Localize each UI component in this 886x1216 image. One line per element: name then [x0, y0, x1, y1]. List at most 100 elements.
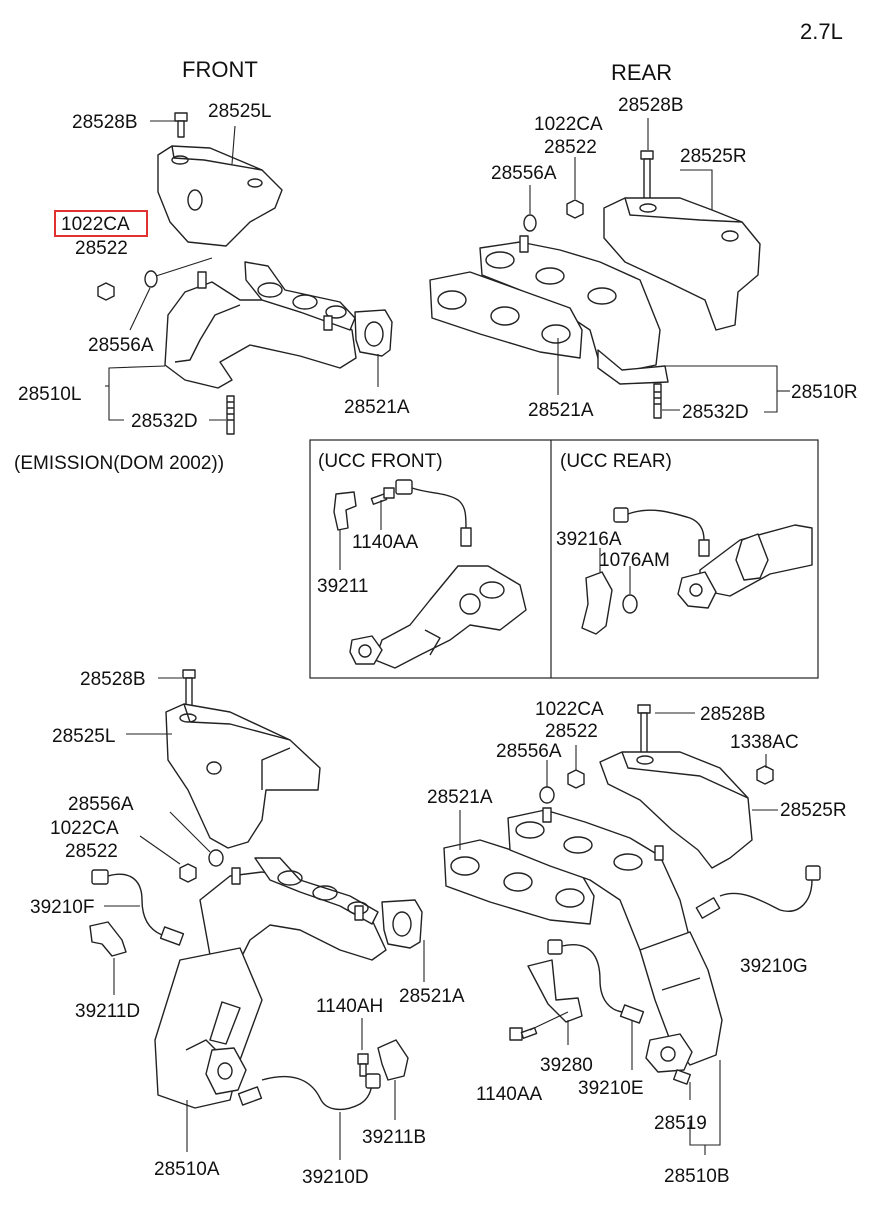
bolt-1140AH-bl[interactable] [357, 1053, 369, 1077]
manifold-28510A-bl[interactable] [154, 857, 387, 1109]
emission-note: (EMISSION(DOM 2002)) [14, 453, 224, 474]
stud-28532D-tl[interactable] [226, 395, 235, 435]
gasket-28521A-tl[interactable] [354, 309, 393, 357]
manifold-28510B-br[interactable] [507, 807, 723, 1085]
bolt-28528B-tl[interactable] [174, 112, 188, 138]
label-28532D-tr[interactable]: 28532D [682, 402, 749, 423]
label-1022CA-bl[interactable]: 1022CA [50, 818, 119, 839]
bracket-39211D-bl[interactable] [89, 921, 127, 957]
bracket-39211B-bl[interactable] [377, 1039, 409, 1081]
label-28525L-bl[interactable]: 28525L [52, 726, 115, 747]
o2-sensor-39210E-br[interactable] [547, 939, 645, 1024]
top-left-assembly: 28528B 28525L 1022CA 28522 28556A 28510L… [18, 101, 410, 435]
label-1076AM-ur[interactable]: 1076AM [599, 550, 670, 571]
label-28528B-tr[interactable]: 28528B [618, 95, 684, 116]
label-28510L-tl[interactable]: 28510L [18, 384, 81, 405]
label-39210F-bl[interactable]: 39210F [30, 897, 94, 918]
nut-1338AC-br[interactable] [756, 765, 774, 785]
label-1022CA-br[interactable]: 1022CA [535, 699, 604, 720]
label-28521A-bl[interactable]: 28521A [399, 986, 465, 1007]
nut-28522-bl[interactable] [179, 863, 197, 883]
label-1140AA-uf[interactable]: 1140AA [352, 532, 419, 553]
o2-sensor-39210G-br[interactable] [695, 865, 821, 919]
bracket-39211-uf[interactable] [333, 491, 357, 531]
label-28528B-tl[interactable]: 28528B [72, 112, 138, 133]
label-39216A-ur[interactable]: 39216A [556, 529, 622, 550]
bracket-39216A-ur[interactable] [581, 571, 613, 635]
label-28525R-tr[interactable]: 28525R [680, 146, 747, 167]
gasket-28556A-bl[interactable] [208, 849, 224, 867]
label-28556A-tl[interactable]: 28556A [88, 335, 154, 356]
label-28519-br[interactable]: 28519 [654, 1113, 707, 1134]
o2-sensor-ur[interactable] [613, 507, 710, 557]
gasket-28521A-br[interactable] [443, 839, 595, 925]
bottom-right-assembly: 1022CA 28522 28528B 28556A 1338AC 28521A… [427, 699, 847, 1187]
label-39211-uf[interactable]: 39211 [317, 576, 368, 597]
label-28510B-br[interactable]: 28510B [664, 1166, 730, 1187]
label-1140AA-br[interactable]: 1140AA [476, 1084, 543, 1105]
gasket-28556A-tr[interactable] [523, 214, 537, 232]
label-28528B-bl[interactable]: 28528B [80, 669, 146, 690]
label-28556A-bl[interactable]: 28556A [68, 794, 134, 815]
bolt-1140AA-uf[interactable] [370, 487, 395, 505]
bolt-1140AA-br[interactable] [509, 1027, 538, 1041]
front-title: FRONT [182, 57, 258, 82]
label-39211B-bl[interactable]: 39211B [362, 1127, 426, 1148]
label-1338AC-br[interactable]: 1338AC [730, 732, 799, 753]
label-28528B-br[interactable]: 28528B [700, 704, 766, 725]
bottom-left-assembly: 28528B 28525L 28556A 1022CA 28522 39210F… [30, 669, 465, 1188]
label-28522-tl[interactable]: 28522 [75, 238, 128, 259]
label-28521A-tr[interactable]: 28521A [528, 400, 594, 421]
label-1022CA-tl[interactable]: 1022CA [61, 214, 130, 235]
o2-sensor-39210D-bl[interactable] [237, 1073, 381, 1111]
converter-ur[interactable] [677, 524, 813, 609]
label-28525L-tl[interactable]: 28525L [208, 101, 271, 122]
heat-shield-28525R-br[interactable] [599, 751, 753, 869]
label-28521A-tl[interactable]: 28521A [344, 397, 410, 418]
gasket-28556A-tl[interactable] [144, 270, 158, 288]
label-28510R-tr[interactable]: 28510R [791, 382, 858, 403]
o2-sensor-39210F-bl[interactable] [91, 869, 185, 946]
nut-28522-br[interactable] [567, 769, 585, 789]
nut-28522-tr[interactable] [566, 199, 584, 219]
label-28521A-br[interactable]: 28521A [427, 787, 493, 808]
gasket-28521A-bl[interactable] [381, 899, 423, 949]
label-39210E-br[interactable]: 39210E [578, 1078, 644, 1099]
o2-sensor-uf[interactable] [395, 479, 472, 547]
manifold-28510R-tr[interactable] [479, 235, 669, 385]
highlight-box [54, 210, 148, 237]
bolt-28528B-br[interactable] [637, 704, 651, 754]
gasket-28556A-br[interactable] [539, 786, 555, 804]
top-right-assembly: 1022CA 28522 28528B 28556A 28525R 28521A… [429, 95, 858, 423]
converter-uf[interactable] [349, 565, 527, 669]
label-28522-br[interactable]: 28522 [545, 721, 598, 742]
label-1022CA-tr[interactable]: 1022CA [534, 114, 603, 135]
label-28532D-tl[interactable]: 28532D [131, 411, 198, 432]
label-28556A-br[interactable]: 28556A [496, 741, 562, 762]
label-39210D-bl[interactable]: 39210D [302, 1167, 369, 1188]
bracket-39280-br[interactable] [527, 959, 583, 1023]
ucc-frame [309, 439, 819, 679]
gasket-28521A-tr[interactable] [429, 271, 583, 359]
heat-shield-28525L-tl[interactable] [157, 145, 283, 247]
heat-shield-28525L-bl[interactable] [165, 703, 321, 849]
ucc-panel: (UCC FRONT) (UCC REAR) [309, 439, 819, 679]
stud-28532D-tr[interactable] [653, 383, 662, 419]
label-39280-br[interactable]: 39280 [540, 1055, 593, 1076]
label-28510A-bl[interactable]: 28510A [154, 1159, 220, 1180]
heat-shield-28525R-tr[interactable] [603, 197, 761, 331]
label-28522-tr[interactable]: 28522 [544, 137, 597, 158]
label-28556A-tr[interactable]: 28556A [491, 163, 557, 184]
gasket-1076AM-ur[interactable] [622, 594, 638, 614]
ucc-front-title: (UCC FRONT) [318, 451, 443, 472]
bolt-28528B-tr[interactable] [640, 150, 654, 204]
label-28525R-br[interactable]: 28525R [780, 800, 847, 821]
manifold-28510L-tl[interactable] [164, 261, 357, 389]
nut-28522-tl[interactable] [97, 282, 115, 301]
label-28522-bl[interactable]: 28522 [65, 841, 118, 862]
label-39211D-bl[interactable]: 39211D [75, 1001, 140, 1022]
label-39210G-br[interactable]: 39210G [740, 956, 808, 977]
label-1140AH-bl[interactable]: 1140AH [316, 996, 383, 1017]
